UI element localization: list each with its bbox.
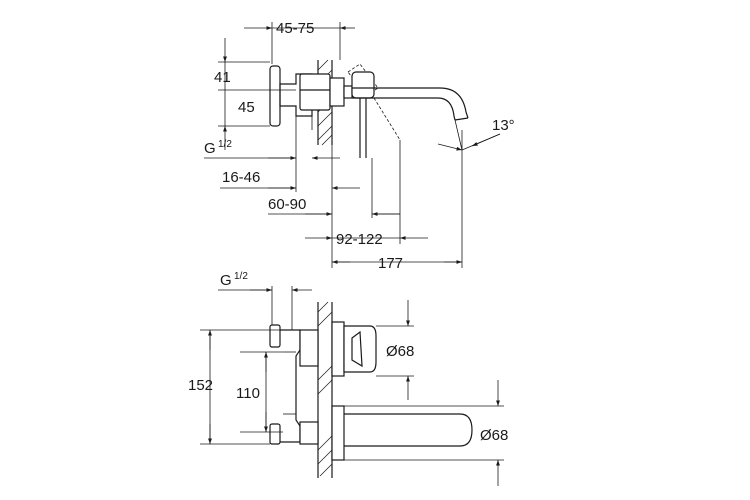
thread-bottom-g-label: G: [220, 272, 232, 289]
dim-110-label: 110: [236, 385, 260, 402]
dim-45-75-label: 45-75: [276, 20, 314, 37]
dim-60-90-label: 60-90: [268, 196, 306, 213]
spout-front: [331, 405, 473, 461]
dim-16-46-label: 16-46: [222, 169, 260, 186]
spout-diameter-label: Ø68: [480, 427, 508, 444]
dim-41-label: 41: [214, 69, 231, 86]
dim-45-label: 45: [238, 99, 255, 116]
dim-152-label: 152: [188, 377, 213, 394]
dim-177-label: 177: [378, 255, 403, 272]
thread-bottom-fraction: 1/2: [234, 271, 248, 282]
concealed-body: [269, 65, 353, 130]
thread-top-g-label: G: [204, 140, 216, 157]
side-view: 45-75 41 45 G 1/2 16-46 60-90: [204, 20, 515, 272]
spout-side: [352, 87, 469, 121]
concealed-body-front: [269, 324, 319, 445]
angle-13-label: 13°: [492, 117, 515, 134]
handle-side: [347, 63, 401, 158]
front-view: G 1/2 152 110 Ø68 Ø68: [188, 271, 508, 486]
handle-diameter-label: Ø68: [386, 343, 414, 360]
handle-front: [331, 321, 377, 377]
dim-92-122-label: 92-122: [336, 231, 383, 248]
thread-top-fraction: 1/2: [218, 139, 232, 150]
wall-bottom: [317, 301, 333, 478]
